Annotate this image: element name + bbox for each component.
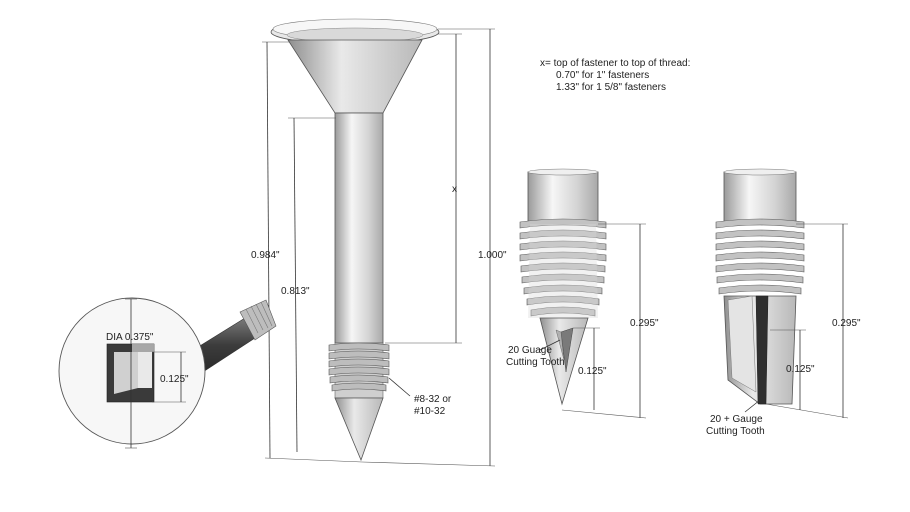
right-tip-dimensions — [744, 223, 849, 419]
shank — [334, 112, 384, 344]
main-dimensions — [262, 28, 496, 467]
left-tip-cone — [539, 317, 589, 406]
left-tip-dimensions — [539, 223, 647, 419]
left-cutting-tooth — [560, 327, 574, 373]
note-line-2: 1.33" for 1 5/8" fasteners — [556, 82, 666, 93]
x-dimension-label: x — [452, 184, 457, 195]
socket-wall — [114, 352, 138, 394]
note-heading: x= top of fastener to top of thread: — [540, 58, 690, 69]
shank-to-tip-label: 0.813" — [281, 286, 310, 297]
socket-size-label: 0.125" — [160, 374, 189, 385]
right-thread-length-label: 0.295" — [832, 318, 861, 329]
thread-section — [328, 342, 390, 399]
head-detail-dimensions — [125, 298, 186, 449]
thread-spec-label-2: #10-32 — [414, 406, 446, 417]
right-tip — [715, 168, 805, 405]
head-cone — [287, 39, 423, 114]
head-to-tip-label: 0.984" — [251, 250, 280, 261]
left-tooth-label-2: Cutting Tooth — [506, 357, 565, 368]
right-tip-threads — [715, 218, 805, 295]
right-tooth-length-label: 0.125" — [786, 364, 815, 375]
right-cutting-flute — [755, 295, 769, 405]
note-line-1: 0.70" for 1" fasteners — [556, 70, 649, 81]
overall-length-label: 1.000" — [478, 250, 507, 261]
tip-cone — [334, 397, 384, 462]
left-tip-threads — [519, 218, 607, 317]
right-tooth-label-2: Cutting Tooth — [706, 426, 765, 437]
right-tooth-label-1: 20 + Gauge — [710, 414, 763, 425]
left-thread-length-label: 0.295" — [630, 318, 659, 329]
socket-floor — [138, 352, 152, 388]
left-tooth-length-label: 0.125" — [578, 366, 607, 377]
left-tip-shank — [527, 171, 599, 225]
right-tip-shank — [723, 171, 797, 225]
head-detail — [58, 297, 277, 445]
left-tip — [519, 168, 607, 406]
left-tooth-label-1: 20 Guage — [508, 345, 552, 356]
thread-spec-label-1: #8-32 or — [414, 394, 452, 405]
main-fastener — [270, 18, 440, 462]
head-diameter-label: DIA 0.375" — [106, 332, 154, 343]
